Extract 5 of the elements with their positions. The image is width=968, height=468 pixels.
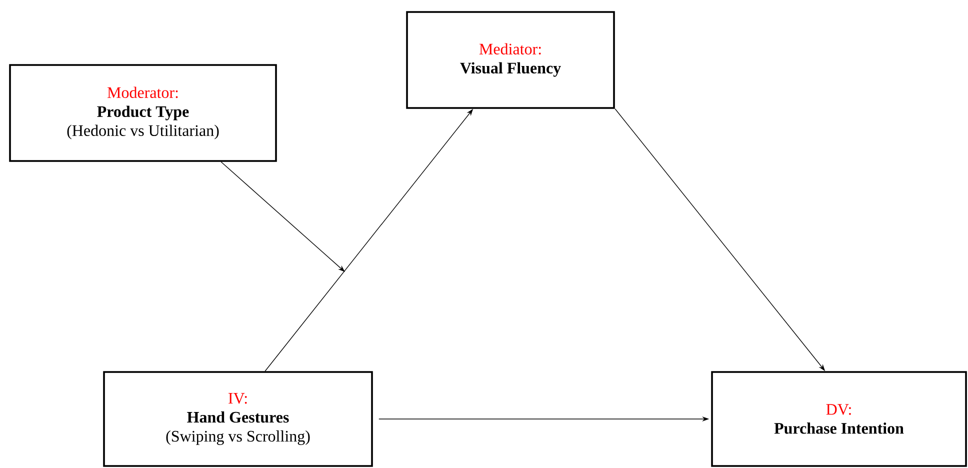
variable-box: Moderator: Product Type (Hedonic vs Utilitarian) [9, 64, 277, 162]
variable-box: DV: Purchase Intention [711, 371, 967, 467]
variable-box: IV: Hand Gestures (Swiping vs Scrolling) [103, 371, 373, 467]
variable-box: Mediator: Visual Fluency [406, 11, 615, 109]
arrow [220, 162, 345, 272]
